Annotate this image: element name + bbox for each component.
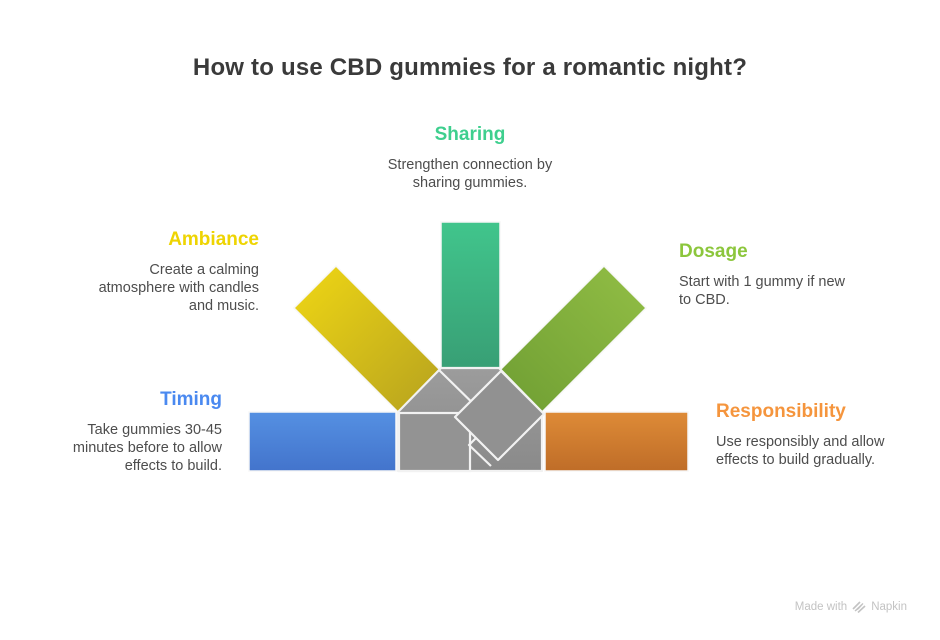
napkin-logo-icon: [852, 601, 866, 613]
timing-bar: [248, 411, 397, 472]
arrow-head-diamond: [453, 369, 546, 462]
watermark-prefix: Made with: [794, 600, 848, 613]
sharing-bar: [440, 221, 501, 369]
page-title: How to use CBD gummies for a romantic ni…: [192, 54, 748, 81]
arrow-head-cell: [397, 411, 472, 473]
timing-heading: Timing: [160, 389, 222, 410]
section-ambiance: Ambiance Create a calming atmosphere wit…: [39, 228, 259, 315]
dosage-heading: Dosage: [679, 241, 748, 262]
arrow-heads-cluster: [396, 366, 546, 473]
responsibility-heading: Responsibility: [716, 401, 846, 422]
watermark: Made with Napkin: [795, 600, 907, 613]
ambiance-heading: Ambiance: [168, 229, 259, 250]
section-responsibility: Responsibility Use responsibly and allow…: [716, 400, 936, 469]
responsibility-description: Use responsibly and allow effects to bui…: [716, 434, 885, 468]
responsibility-bar: [544, 411, 689, 472]
section-dosage: Dosage Start with 1 gummy if new to CBD.: [679, 240, 894, 309]
timing-description: Take gummies 30-45 minutes before to all…: [72, 422, 222, 474]
section-sharing: Sharing Strengthen connection by sharing…: [320, 123, 620, 192]
sharing-description: Strengthen connection by sharing gummies…: [387, 157, 553, 191]
sharing-heading: Sharing: [434, 124, 506, 145]
section-timing: Timing Take gummies 30-45 minutes before…: [2, 388, 222, 475]
watermark-brand: Napkin: [871, 600, 907, 613]
ambiance-description: Create a calming atmosphere with candles…: [98, 262, 259, 314]
dosage-description: Start with 1 gummy if new to CBD.: [679, 274, 845, 308]
